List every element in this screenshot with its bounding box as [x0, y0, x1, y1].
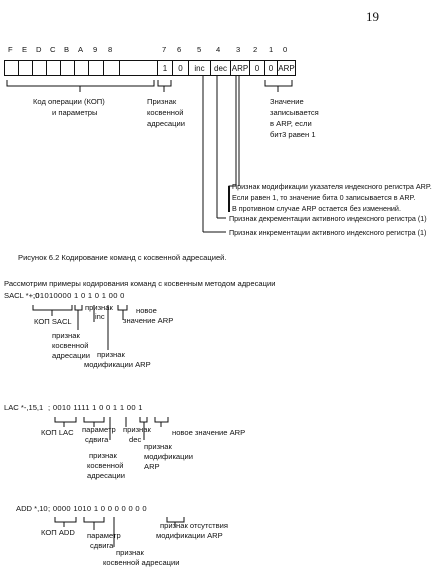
- example2-dec: признак: [123, 425, 151, 434]
- example1-mod: признак: [97, 350, 125, 359]
- example1-indirect: косвенной: [52, 341, 89, 350]
- example1-mod: модификации ARP: [84, 360, 151, 369]
- bit-number: 6: [177, 45, 182, 54]
- arp-value-label: бит3 равен 1: [270, 130, 316, 139]
- bit-number: C: [50, 45, 56, 54]
- example3-indirect: признак: [116, 548, 144, 557]
- example3-no-mod: модификации ARP: [156, 531, 223, 540]
- arp-value-label: записывается: [270, 108, 319, 117]
- register-cell-bit2: 0: [254, 64, 260, 73]
- example1-indirect: признак: [52, 331, 80, 340]
- example2-mod: признак: [144, 442, 172, 451]
- example2-indirect: адресации: [87, 471, 125, 480]
- arp-value-label: Значение: [270, 97, 304, 106]
- register-cell-inc: inc: [194, 64, 205, 73]
- arp-value-label: в ARP, если: [270, 119, 312, 128]
- example3-no-mod: признак отсутствия: [160, 521, 229, 530]
- example2-indirect: признак: [89, 451, 117, 460]
- register-cell-bit1: 0: [268, 64, 274, 73]
- example1-inc: inc: [95, 312, 105, 321]
- figure-caption: Рисунок 6.2 Кодирование команд с косвенн…: [18, 253, 227, 262]
- example2-code: ; 0010 1111 1 0 0 1 1 00 1: [48, 403, 143, 412]
- register-cell-arp-flag: ARP: [231, 64, 249, 73]
- indirect-flag-label: Признак: [147, 97, 177, 106]
- example3-shift: параметр: [87, 531, 121, 540]
- note-decrement: Признак декрементации активного индексно…: [229, 214, 427, 223]
- example2-mod: модификации: [144, 452, 193, 461]
- intro-text: Рассмотрим примеры кодирования команд с …: [4, 279, 276, 288]
- bit-number: 7: [162, 45, 167, 54]
- bit-number: 5: [197, 45, 202, 54]
- opcode-label: и параметры: [52, 108, 98, 117]
- example1-indirect: адресации: [52, 351, 90, 360]
- example2-command: LAC *-,15,1: [4, 403, 44, 412]
- bit-number: 3: [236, 45, 241, 54]
- example2-dec: dec: [129, 435, 142, 444]
- bit-number: E: [22, 45, 28, 54]
- bit-number: 9: [93, 45, 98, 54]
- register-cell-bit7: 1: [162, 64, 168, 73]
- note-increment: Признак инкрементации активного индексно…: [229, 228, 427, 237]
- example3-kop: КОП ADD: [41, 528, 75, 537]
- bit-number: 8: [108, 45, 113, 54]
- example1-inc: признак: [85, 303, 113, 312]
- register-cell-bit6: 0: [178, 64, 183, 73]
- example2-kop: КОП LAC: [41, 428, 74, 437]
- note-modification: Признак модификации указателя индексного…: [232, 182, 432, 191]
- bit-number: D: [36, 45, 42, 54]
- example1-new-arp: значение ARP: [123, 316, 174, 325]
- example2-shift: сдвига: [85, 435, 109, 444]
- bit-number: A: [78, 45, 84, 54]
- example1-code: ;01010000 1 0 1 0 1 00 0: [33, 291, 125, 300]
- bit-number: F: [8, 45, 13, 54]
- page-number: 19: [366, 9, 379, 24]
- indirect-flag-label: адресации: [147, 119, 185, 128]
- example2-shift: параметр: [82, 425, 116, 434]
- diagram-lines: [4, 60, 296, 547]
- bit-number: 0: [283, 45, 288, 54]
- example1-command: SACL *+,0: [4, 291, 40, 300]
- indirect-flag-label: косвенной: [147, 108, 184, 117]
- register-cell-dec: dec: [214, 64, 227, 73]
- note-modification: Если равен 1, то значение бита 0 записыв…: [232, 193, 416, 202]
- example3-command: ADD *,10: [16, 504, 48, 513]
- example1-new-arp: новое: [136, 306, 157, 315]
- bit-number: 2: [253, 45, 258, 54]
- example3-indirect: косвенной адресации: [103, 558, 180, 567]
- example2-new-arp: новое значение ARP: [172, 428, 246, 437]
- bit-number: 4: [216, 45, 221, 54]
- bit-number: 1: [269, 45, 274, 54]
- example1-kop: КОП SACL: [34, 317, 72, 326]
- example3-code: ; 0000 1010 1 0 0 0 0 0 0 0: [48, 504, 147, 513]
- example2-mod: ARP: [144, 462, 160, 471]
- opcode-label: Код операции (КОП): [33, 97, 105, 106]
- example3-shift: сдвига: [90, 541, 114, 550]
- example2-indirect: косвенной: [87, 461, 124, 470]
- note-modification: В противном случае ARP остается без изме…: [232, 204, 401, 213]
- bit-number: B: [64, 45, 70, 54]
- register-cell-arp-value: ARP: [278, 64, 295, 73]
